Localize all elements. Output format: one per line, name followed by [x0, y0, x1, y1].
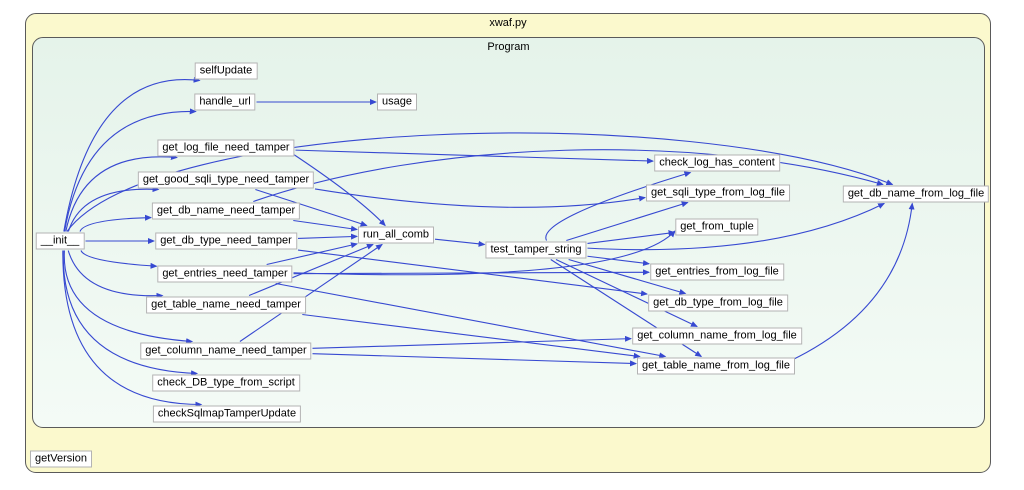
node-test_tamper: test_tamper_string	[485, 241, 587, 259]
node-dbtype_need: get_db_type_need_tamper	[155, 232, 297, 250]
node-init: __init__	[35, 232, 85, 250]
node-from_tuple: get_from_tuple	[675, 218, 759, 236]
node-checkdb: check_DB_type_from_script	[152, 374, 300, 392]
node-dbname_need: get_db_name_need_tamper	[151, 202, 301, 220]
node-selfUpdate: selfUpdate	[194, 62, 258, 80]
program-title: Program	[487, 41, 530, 53]
node-getVersion: getVersion	[30, 450, 92, 468]
node-sqli_need: get_good_sqli_type_need_tamper	[137, 171, 315, 189]
node-sqli_from: get_sqli_type_from_log_file	[646, 184, 790, 202]
node-dbname_from: get_db_name_from_log_file	[842, 185, 990, 203]
node-entries_from: get_entries_from_log_file	[650, 263, 784, 281]
node-log_need: get_log_file_need_tamper	[157, 139, 295, 157]
node-checksqlmap: checkSqlmapTamperUpdate	[152, 405, 302, 423]
node-usage: usage	[377, 93, 417, 111]
file-title: xwaf.py	[489, 17, 527, 29]
node-column_need: get_column_name_need_tamper	[140, 342, 312, 360]
node-run_all: run_all_comb	[357, 226, 435, 244]
node-entries_need: get_entries_need_tamper	[157, 265, 293, 283]
node-table_need: get_table_name_need_tamper	[146, 296, 306, 314]
node-table_from: get_table_name_from_log_file	[637, 357, 795, 375]
node-dbtype_from: get_db_type_from_log_file	[648, 294, 788, 312]
node-column_from: get_column_name_from_log_file	[632, 327, 802, 345]
node-check_log: check_log_has_content	[654, 154, 780, 172]
node-handle_url: handle_url	[194, 93, 256, 111]
